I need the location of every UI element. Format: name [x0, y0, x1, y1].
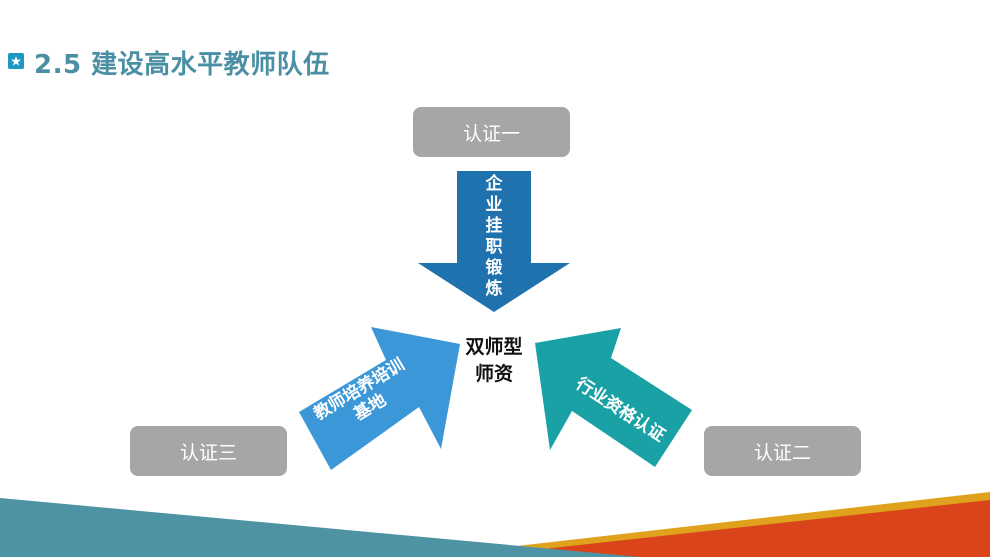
- arrow-top-label: 企业挂职锻炼: [485, 174, 503, 299]
- band-orange: [470, 500, 990, 557]
- certification-box-top: 认证一: [413, 107, 570, 157]
- arrow-left: [299, 327, 460, 470]
- arrow-right: [535, 328, 692, 467]
- band-teal: [0, 498, 640, 557]
- star-icon: [8, 53, 24, 69]
- certification-box-left: 认证三: [130, 426, 287, 476]
- center-label-line1: 双师型: [465, 336, 523, 358]
- arrow-top: [418, 171, 570, 312]
- center-label: 双师型 师资: [449, 334, 539, 388]
- center-label-line2: 师资: [474, 363, 513, 385]
- page-title: 2.5 建设高水平教师队伍: [34, 50, 330, 80]
- certification-box-right: 认证二: [704, 426, 861, 476]
